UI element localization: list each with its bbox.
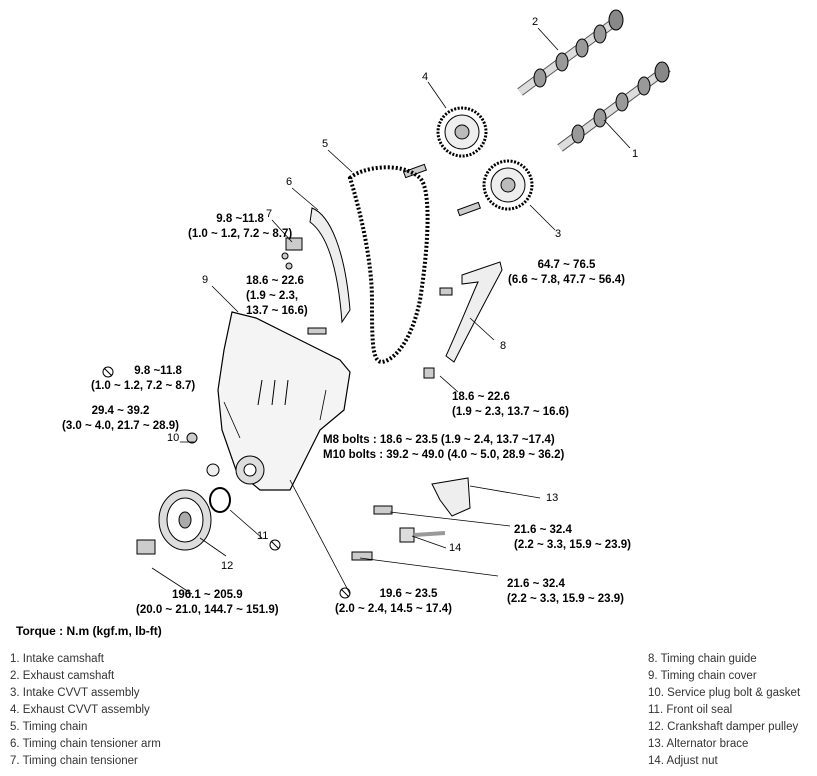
- callout-6: 6: [286, 176, 293, 188]
- torque-spec-guide: 18.6 ~ 22.6(1.9 ~ 2.3, 13.7 ~ 16.6): [452, 391, 569, 418]
- legend-item: 13. Alternator brace: [648, 738, 749, 750]
- crank-bolt-icon: [136, 539, 156, 555]
- front-oil-seal: [209, 487, 231, 513]
- service-plug: [186, 432, 220, 477]
- torque-spec-cvvt: 64.7 ~ 76.5(6.6 ~ 7.8, 47.7 ~ 56.4): [508, 259, 625, 286]
- intake-cvvt-sprocket: [482, 159, 534, 211]
- callout-8: 8: [500, 340, 507, 352]
- callout-2: 2: [532, 16, 539, 28]
- legend-item: 12. Crankshaft damper pulley: [648, 721, 799, 733]
- torque-spec-adjust: 21.6 ~ 32.4(2.2 ~ 3.3, 15.9 ~ 23.9): [507, 578, 624, 605]
- legend-item: 6. Timing chain tensioner arm: [10, 738, 161, 750]
- callout-13: 13: [546, 492, 559, 504]
- legend-right: 8. Timing chain guide 9. Timing chain co…: [648, 651, 800, 770]
- cvvt-bolt-icon: [402, 163, 482, 217]
- callout-12: 12: [221, 560, 234, 572]
- callout-11: 11: [257, 530, 269, 542]
- legend-item: 11. Front oil seal: [648, 704, 733, 716]
- callout-10: 10: [167, 432, 180, 444]
- exhaust-cvvt-sprocket: [436, 106, 488, 158]
- torque-spec-service-plug: 9.8 ~11.8(1.0 ~ 1.2, 7.2 ~ 8.7): [91, 365, 196, 392]
- legend-item: 1. Intake camshaft: [10, 653, 104, 665]
- alternator-brace: [431, 477, 471, 517]
- timing-chain: [347, 165, 430, 365]
- torque-unit-note: Torque : N.m (kgf.m, lb-ft): [16, 624, 162, 638]
- timing-chain-cover: [217, 311, 351, 491]
- legend-left: 1. Intake camshaft 2. Exhaust camshaft 3…: [10, 651, 161, 770]
- callout-4: 4: [422, 71, 429, 83]
- callout-9: 9: [202, 274, 209, 286]
- callout-1: 1: [632, 148, 639, 160]
- torque-spec-tensioner: 9.8 ~11.8(1.0 ~ 1.2, 7.2 ~ 8.7): [188, 213, 293, 240]
- legend-item: 4. Exhaust CVVT assembly: [10, 704, 150, 716]
- adjust-nut: [399, 527, 446, 543]
- no-reuse-icon: [102, 366, 351, 599]
- legend-item: 8. Timing chain guide: [648, 653, 757, 665]
- torque-spec-arm: 18.6 ~ 22.6(1.9 ~ 2.3,13.7 ~ 16.6): [246, 275, 308, 317]
- chain-guide: [445, 261, 503, 363]
- leader-lines: [151, 27, 631, 595]
- torque-spec-crank: 196.1 ~ 205.9(20.0 ~ 21.0, 144.7 ~ 151.9…: [136, 589, 279, 616]
- torque-spec-cover-bolt: 29.4 ~ 39.2(3.0 ~ 4.0, 21.7 ~ 28.9): [62, 405, 179, 432]
- callout-5: 5: [322, 138, 329, 150]
- bolt-icon: [307, 287, 453, 561]
- legend-item: 2. Exhaust camshaft: [10, 670, 115, 682]
- torque-spec-cover-bolts: M8 bolts : 18.6 ~ 23.5 (1.9 ~ 2.4, 13.7 …: [323, 434, 565, 461]
- legend-item: 10. Service plug bolt & gasket: [648, 687, 801, 699]
- intake-camshaft: [557, 61, 671, 152]
- callout-3: 3: [555, 228, 562, 240]
- damper-pulley: [158, 489, 212, 551]
- torque-spec-pulley: 19.6 ~ 23.5(2.0 ~ 2.4, 14.5 ~ 17.4): [335, 588, 452, 615]
- callout-14: 14: [449, 542, 462, 554]
- torque-spec-brace: 21.6 ~ 32.4(2.2 ~ 3.3, 15.9 ~ 23.9): [514, 524, 631, 551]
- exhaust-camshaft: [517, 9, 624, 96]
- legend-item: 14. Adjust nut: [648, 755, 718, 767]
- chain-tensioner: [281, 237, 303, 270]
- legend-item: 3. Intake CVVT assembly: [10, 687, 140, 699]
- legend-item: 9. Timing chain cover: [648, 670, 757, 682]
- legend-item: 5. Timing chain: [10, 721, 88, 733]
- callout-7: 7: [266, 208, 273, 220]
- tensioner-arm: [309, 207, 351, 324]
- legend-item: 7. Timing chain tensioner: [10, 755, 138, 767]
